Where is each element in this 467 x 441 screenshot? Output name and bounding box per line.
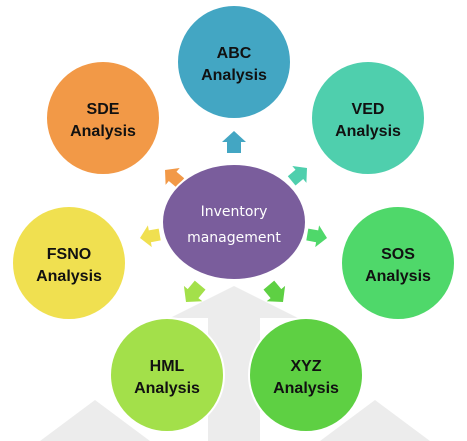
node-label-line1-hml: HML bbox=[150, 358, 185, 375]
arrow-to-abc bbox=[222, 131, 246, 153]
node-label-line1-ved: VED bbox=[352, 101, 385, 118]
arrows bbox=[140, 131, 327, 302]
node-label-line2-hml: Analysis bbox=[134, 380, 200, 397]
node-label-line2-sos: Analysis bbox=[365, 268, 431, 285]
node-sde: SDE Analysis bbox=[45, 60, 161, 176]
node-hml: HML Analysis bbox=[109, 317, 225, 433]
watermark-roof bbox=[170, 286, 298, 318]
node-circle-sos bbox=[340, 205, 456, 321]
node-label-line1-sde: SDE bbox=[87, 101, 120, 118]
node-label-line2-xyz: Analysis bbox=[273, 380, 339, 397]
node-label-line1-sos: SOS bbox=[381, 246, 415, 263]
watermark-shape-left bbox=[40, 400, 150, 441]
center-label-line1: Inventory bbox=[201, 204, 268, 220]
center-label-line2: management bbox=[187, 230, 281, 246]
node-circle-hml bbox=[109, 317, 225, 433]
node-circle-ved bbox=[310, 60, 426, 176]
node-label-line1-xyz: XYZ bbox=[290, 358, 321, 375]
watermark-shape-right bbox=[320, 400, 430, 441]
nodes: ABCAnalysisVEDAnalysisSOSAnalysisXYZAnal… bbox=[11, 4, 456, 433]
node-label-line2-fsno: Analysis bbox=[36, 268, 102, 285]
node-sos: SOS Analysis bbox=[340, 205, 456, 321]
node-circle-fsno bbox=[11, 205, 127, 321]
center-node: Inventory management bbox=[161, 163, 307, 281]
node-ved: VED Analysis bbox=[310, 60, 426, 176]
node-label-line2-sde: Analysis bbox=[70, 123, 136, 140]
node-circle-sde bbox=[45, 60, 161, 176]
arrow-to-hml bbox=[183, 280, 206, 302]
node-circle-abc bbox=[176, 4, 292, 120]
center-ellipse bbox=[161, 163, 307, 281]
arrow-to-sde bbox=[165, 168, 185, 188]
arrow-to-sos bbox=[306, 225, 327, 248]
node-abc: ABC Analysis bbox=[176, 4, 292, 120]
node-circle-xyz bbox=[248, 317, 364, 433]
node-label-line2-abc: Analysis bbox=[201, 67, 267, 84]
arrow-to-ved bbox=[287, 166, 307, 186]
node-label-line1-abc: ABC bbox=[217, 45, 252, 62]
node-fsno: FSNO Analysis bbox=[11, 205, 127, 321]
node-xyz: XYZ Analysis bbox=[248, 317, 364, 433]
node-label-line1-fsno: FSNO bbox=[47, 246, 91, 263]
arrow-to-xyz bbox=[263, 280, 286, 302]
arrow-to-fsno bbox=[140, 225, 161, 248]
node-label-line2-ved: Analysis bbox=[335, 123, 401, 140]
